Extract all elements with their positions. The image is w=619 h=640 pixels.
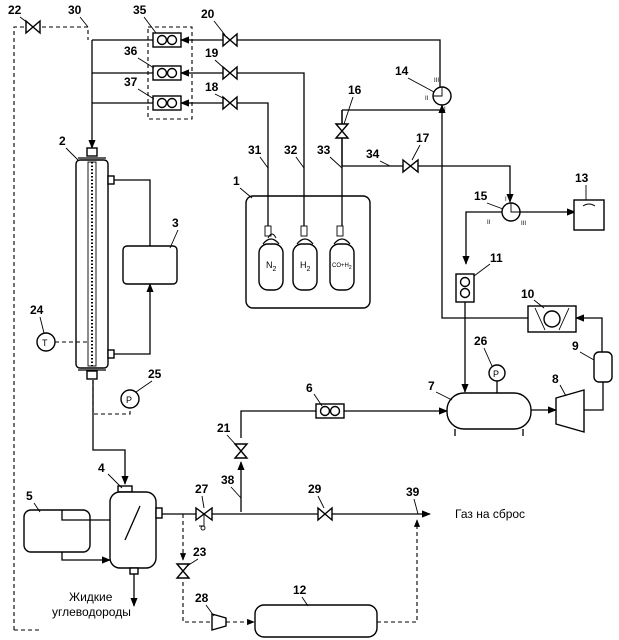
label-16: 16 xyxy=(348,83,362,97)
label-7: 7 xyxy=(428,379,435,393)
label-24: 24 xyxy=(30,303,44,317)
chromatograph-12 xyxy=(255,605,377,637)
pressure-gauge-26: P xyxy=(489,365,505,393)
flow-meter-11 xyxy=(456,274,474,302)
port-14-ii: II xyxy=(425,96,429,102)
label-23: 23 xyxy=(193,545,207,559)
label-12: 12 xyxy=(293,583,307,597)
cooler-5 xyxy=(24,510,90,552)
label-13: 13 xyxy=(575,171,589,185)
label-35: 35 xyxy=(133,3,147,17)
regulator-valve-27[interactable] xyxy=(196,508,212,530)
pressure-gauge-25: P xyxy=(121,390,139,408)
liquid-hydrocarbons-label-line1: Жидкие xyxy=(69,590,113,604)
label-32: 32 xyxy=(284,143,298,157)
port-15-iii: III xyxy=(521,221,526,227)
liquid-hydrocarbons-label-line2: углеводороды xyxy=(52,605,131,619)
valve-29[interactable] xyxy=(318,508,332,520)
label-5: 5 xyxy=(26,489,33,503)
label-39: 39 xyxy=(406,485,420,499)
label-26: 26 xyxy=(474,334,488,348)
receiver-7 xyxy=(447,393,531,436)
thermostat-3 xyxy=(123,246,177,284)
label-11: 11 xyxy=(490,251,503,265)
label-30: 30 xyxy=(68,3,82,17)
label-15: 15 xyxy=(474,189,488,203)
valve-16[interactable] xyxy=(336,124,348,138)
label-9: 9 xyxy=(572,339,579,353)
port-14-iii: III xyxy=(434,78,439,84)
label-21: 21 xyxy=(217,421,231,435)
gas-vent-label: Газ на сброс xyxy=(455,507,525,521)
flow-controller-35 xyxy=(153,33,181,47)
label-20: 20 xyxy=(201,7,215,21)
analyzer-13 xyxy=(574,200,604,230)
gas-cylinder-cabinet: N2 H2 CO+H2 xyxy=(246,196,370,308)
valve-20[interactable] xyxy=(223,34,237,46)
label-37: 37 xyxy=(124,75,138,89)
svg-text:T: T xyxy=(42,338,48,348)
label-29: 29 xyxy=(308,482,322,496)
port-14-i: I xyxy=(444,107,446,113)
separator-4 xyxy=(110,486,162,574)
label-4: 4 xyxy=(98,461,105,475)
sampler-28 xyxy=(212,614,226,630)
label-6: 6 xyxy=(306,381,313,395)
label-33: 33 xyxy=(317,143,331,157)
valve-18[interactable] xyxy=(223,97,237,109)
temperature-sensor-24: T xyxy=(37,333,55,351)
label-3: 3 xyxy=(172,216,179,230)
label-28: 28 xyxy=(195,591,209,605)
three-way-valve-14[interactable]: III II I xyxy=(425,78,451,113)
label-10: 10 xyxy=(521,287,535,301)
label-27: 27 xyxy=(195,482,209,496)
label-14: 14 xyxy=(395,64,409,78)
separator-9 xyxy=(594,352,612,382)
svg-text:P: P xyxy=(126,395,132,405)
label-8: 8 xyxy=(552,372,559,386)
label-17: 17 xyxy=(416,131,430,145)
svg-text:P: P xyxy=(493,369,499,379)
pump-10 xyxy=(528,306,576,332)
label-25: 25 xyxy=(148,367,162,381)
label-36: 36 xyxy=(124,44,138,58)
label-34: 34 xyxy=(366,147,380,161)
label-18: 18 xyxy=(205,80,219,94)
label-31: 31 xyxy=(248,143,262,157)
flow-meter-6 xyxy=(316,404,344,418)
label-1: 1 xyxy=(233,174,240,188)
compressor-8 xyxy=(556,390,584,432)
flow-controller-36 xyxy=(153,66,181,80)
reactor-2 xyxy=(76,148,114,379)
label-38: 38 xyxy=(221,473,235,487)
flow-controller-37 xyxy=(153,96,181,110)
port-15-ii: II xyxy=(487,220,491,226)
port-15-i: I xyxy=(505,197,507,203)
label-22: 22 xyxy=(8,3,22,17)
valve-17[interactable] xyxy=(403,160,418,172)
label-19: 19 xyxy=(205,46,219,60)
label-2: 2 xyxy=(59,134,66,148)
